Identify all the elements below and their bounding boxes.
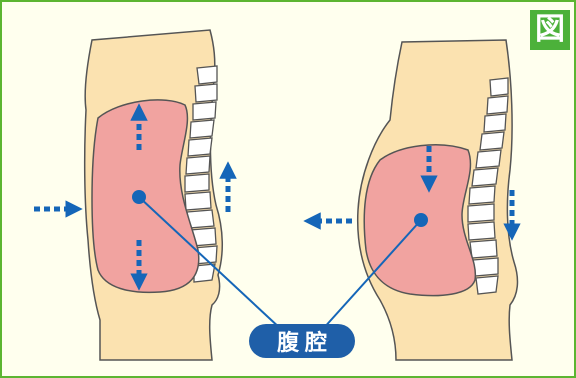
right-torso — [312, 40, 517, 360]
abdominal-cavity-label: 腹腔 — [249, 324, 355, 358]
figure-badge: 図 — [530, 10, 570, 50]
left-torso — [34, 30, 228, 360]
abdominal-cavity-label-text: 腹腔 — [277, 325, 333, 357]
figure-badge-label: 図 — [535, 15, 565, 45]
